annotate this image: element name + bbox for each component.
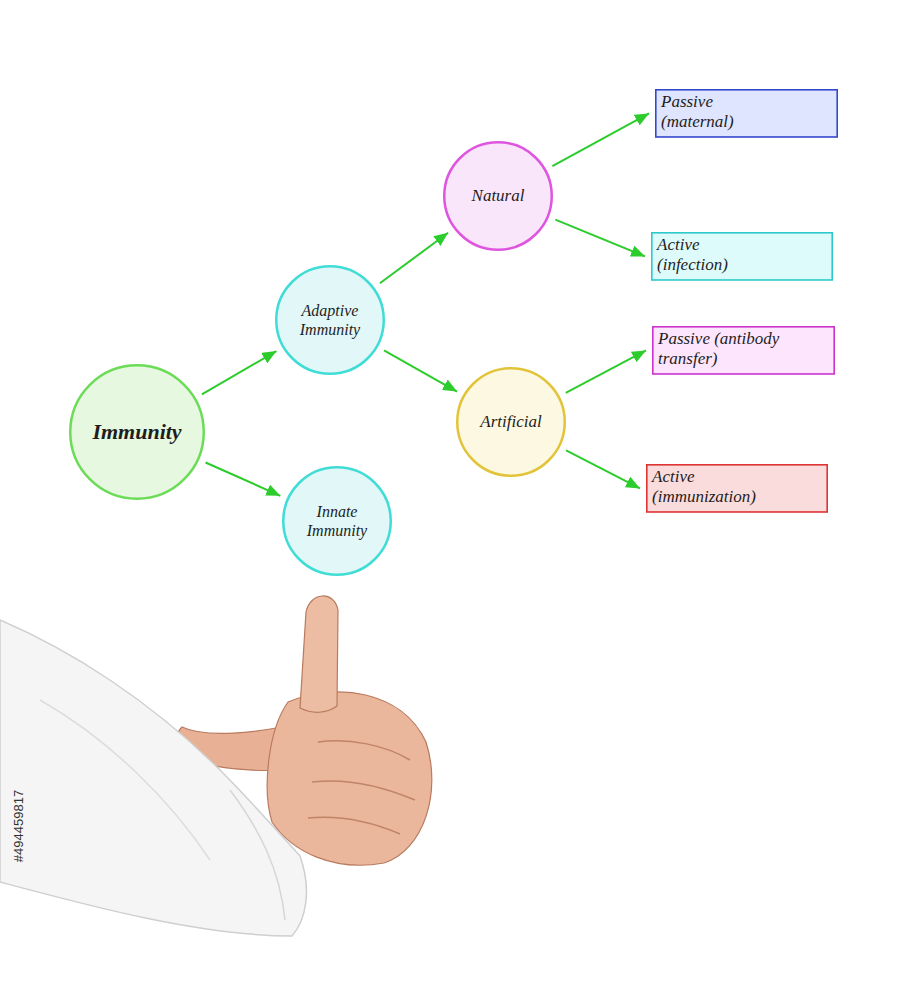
shirt-sleeve — [0, 620, 306, 936]
node-text: Active (infection) — [657, 235, 742, 276]
node-text: Adaptive Immunity — [288, 301, 372, 339]
node-text: Passive (antibody transfer) — [658, 329, 808, 370]
arrow-connector — [202, 351, 277, 394]
circle-shape — [457, 368, 565, 476]
pointing-finger — [300, 596, 338, 712]
arrow-connector — [384, 350, 457, 391]
category-circle: Artificial — [456, 367, 566, 477]
arrow-connector — [555, 220, 645, 257]
box-shape — [652, 233, 832, 280]
category-circle: Adaptive Immunity — [275, 265, 385, 375]
result-box: Passive (antibody transfer) — [652, 326, 835, 375]
result-box: Passive (maternal) — [655, 89, 838, 138]
circle-shape — [276, 266, 384, 374]
circle-outline — [275, 265, 385, 375]
node-text: Artificial — [480, 412, 541, 432]
circle-shape — [283, 467, 391, 575]
arrow-connector — [206, 462, 281, 495]
circle-shape — [444, 142, 552, 250]
box-shape — [647, 465, 827, 512]
result-box: Active (immunization) — [646, 464, 828, 513]
circle-outline — [282, 466, 392, 576]
arrow-connector — [552, 113, 649, 166]
result-box: Active (infection) — [651, 232, 833, 281]
stock-id-watermark: #494459817 — [11, 790, 26, 862]
box-shape — [653, 327, 834, 374]
node-text: Innate Immunity — [295, 502, 379, 540]
arrow-connector — [380, 233, 448, 283]
category-circle: Natural — [443, 141, 553, 251]
node-text: Active (immunization) — [652, 467, 772, 508]
circle-shape — [70, 365, 204, 499]
arrow-connector — [566, 450, 640, 488]
category-circle: Innate Immunity — [282, 466, 392, 576]
sleeve-fold — [40, 700, 210, 860]
knuckle-line — [312, 781, 415, 800]
node-text: Immunity — [92, 419, 181, 445]
box-shape — [656, 90, 837, 137]
node-text: Passive (maternal) — [661, 92, 746, 133]
cuff-edge — [230, 790, 285, 920]
arrow-connector — [566, 350, 646, 393]
node-text: Natural — [472, 186, 525, 206]
knuckle-line — [318, 741, 410, 760]
knuckle-line — [308, 817, 400, 834]
hand-fist — [267, 692, 432, 865]
root-circle: Immunity — [69, 364, 205, 500]
